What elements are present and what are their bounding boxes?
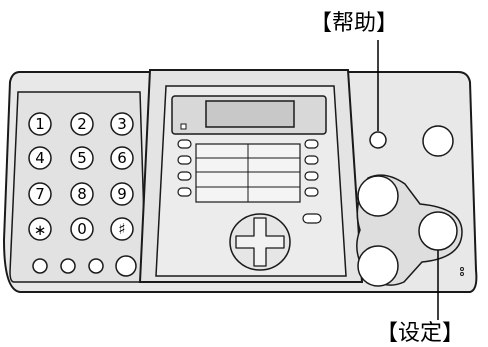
key-9-label: 9 — [117, 185, 127, 203]
key-hash-label: ♯ — [118, 220, 125, 238]
one-touch-button[interactable] — [304, 139, 319, 149]
key-0-label: 0 — [77, 220, 87, 238]
top-right-button[interactable] — [422, 125, 454, 157]
directory-grid — [195, 143, 301, 203]
key-3-label: 3 — [117, 115, 127, 133]
key-8-label: 8 — [77, 185, 87, 203]
help-button[interactable] — [369, 131, 387, 149]
bottom-button-row — [32, 255, 137, 277]
key-7[interactable] — [28, 182, 52, 206]
indicator-light — [180, 123, 187, 130]
one-touch-button[interactable] — [177, 139, 192, 149]
key-4[interactable] — [28, 146, 52, 170]
key-5[interactable] — [70, 146, 94, 170]
one-touch-button[interactable] — [177, 171, 192, 181]
key-7-label: 7 — [35, 185, 45, 203]
one-touch-button[interactable] — [304, 187, 319, 197]
key-5-label: 5 — [77, 149, 87, 167]
small-button[interactable] — [32, 258, 48, 274]
key-0[interactable] — [70, 217, 94, 241]
navigator-pad[interactable] — [229, 213, 291, 271]
one-touch-button[interactable] — [304, 155, 319, 165]
one-touch-button[interactable] — [177, 187, 192, 197]
key-8[interactable] — [70, 182, 94, 206]
speaker-mark — [460, 267, 464, 276]
key-6[interactable] — [110, 146, 134, 170]
small-button[interactable] — [88, 258, 104, 274]
set-label: 【设定】 — [376, 321, 464, 346]
one-touch-buttons-right — [302, 139, 322, 224]
small-button[interactable] — [60, 258, 76, 274]
one-touch-button[interactable] — [304, 171, 319, 181]
one-touch-button[interactable] — [177, 155, 192, 165]
key-6-label: 6 — [117, 149, 127, 167]
key-2[interactable] — [70, 112, 94, 136]
key-star[interactable] — [28, 217, 52, 241]
lcd-display — [205, 100, 295, 128]
keypad: 1 2 3 4 5 6 7 8 9 ∗ 0 ♯ — [28, 112, 134, 241]
upper-round-button[interactable] — [357, 175, 399, 217]
one-touch-buttons-left — [177, 139, 192, 197]
lower-round-button[interactable] — [357, 245, 399, 287]
lower-button[interactable] — [302, 213, 322, 224]
key-2-label: 2 — [77, 115, 87, 133]
key-1-label: 1 — [35, 115, 45, 133]
help-label: 【帮助】 — [310, 11, 398, 36]
key-9[interactable] — [110, 182, 134, 206]
key-3[interactable] — [110, 112, 134, 136]
set-button[interactable] — [418, 211, 458, 251]
key-1[interactable] — [28, 112, 52, 136]
key-star-label: ∗ — [34, 221, 47, 239]
key-hash[interactable] — [110, 217, 134, 241]
large-bottom-button[interactable] — [115, 255, 137, 277]
key-4-label: 4 — [35, 149, 45, 167]
